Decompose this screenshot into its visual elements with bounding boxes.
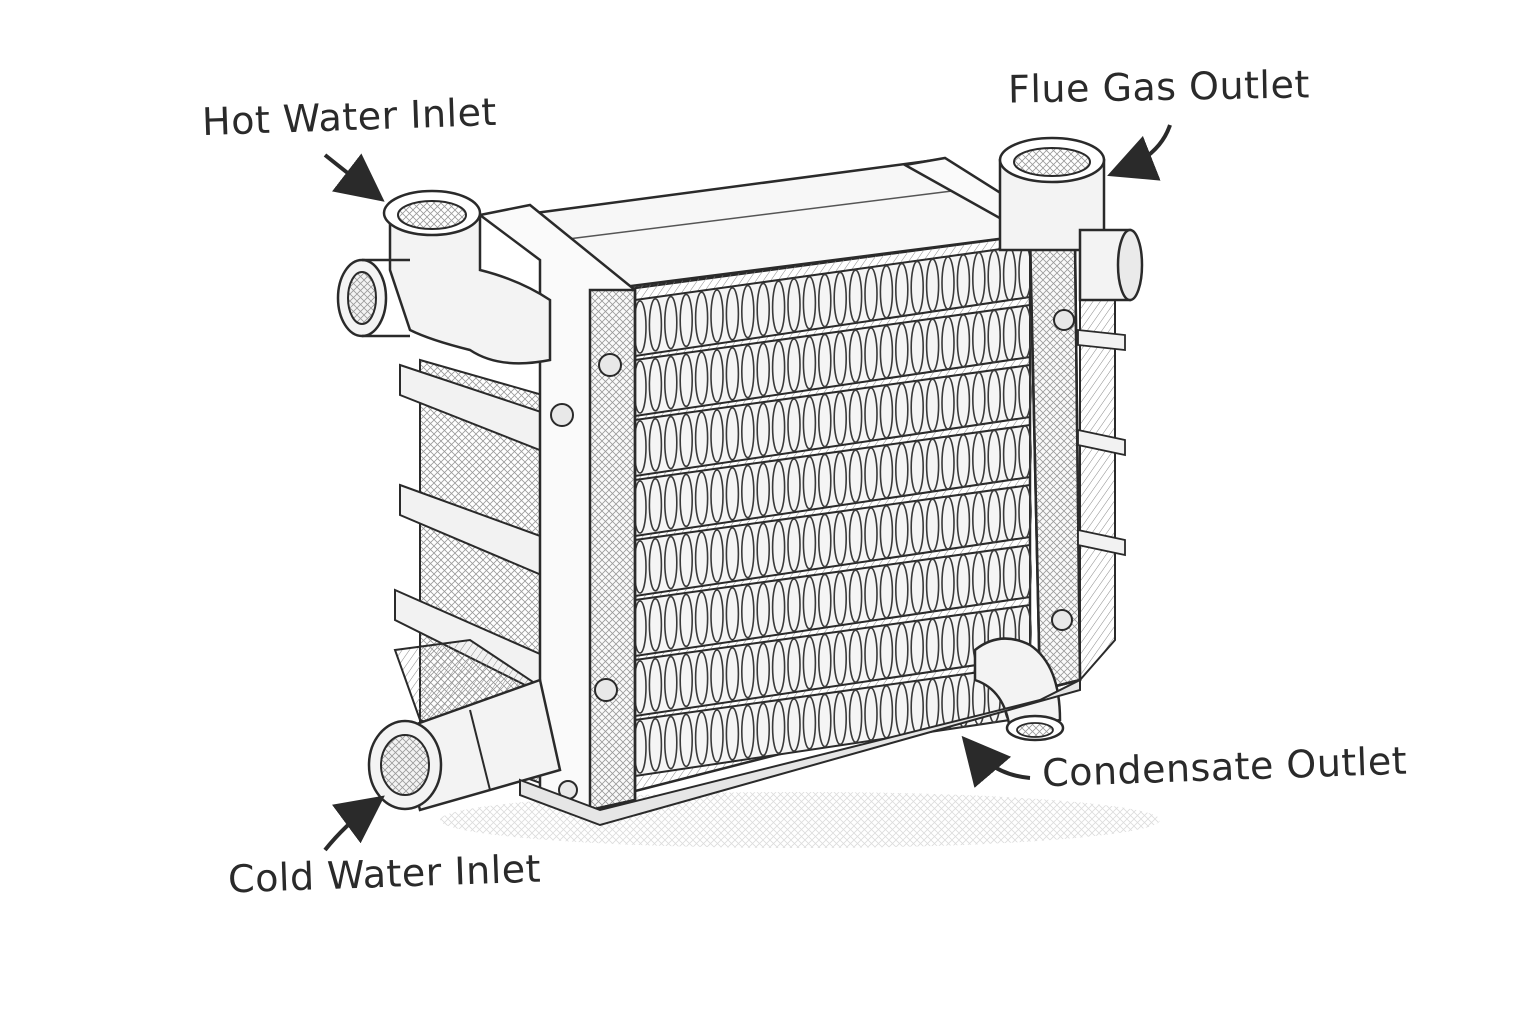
base-plate bbox=[519, 678, 1081, 827]
finned-tube bbox=[633, 423, 1032, 538]
condensate-outlet-pipe bbox=[973, 637, 1065, 742]
cold-water-inlet-pipe bbox=[367, 678, 562, 812]
hot-water-inlet-pipe bbox=[336, 189, 552, 365]
hot-water-inlet-label: Hot Water Inlet bbox=[201, 89, 498, 145]
finned-tube bbox=[633, 603, 1032, 718]
bolt bbox=[1053, 309, 1075, 331]
coiled-tubes bbox=[633, 243, 1032, 778]
flue-gas-outlet-label: Flue Gas Outlet bbox=[1007, 62, 1311, 112]
left-fin-stack bbox=[393, 358, 566, 792]
bolt bbox=[598, 353, 622, 377]
bolt bbox=[1051, 609, 1073, 631]
right-fin-stack bbox=[1077, 238, 1126, 683]
bolt bbox=[594, 678, 618, 702]
bolt bbox=[550, 403, 574, 427]
cold-water-inlet-arrow bbox=[323, 795, 385, 852]
flue-gas-outlet-arrow bbox=[1107, 124, 1172, 181]
hot-water-inlet-arrow bbox=[323, 153, 385, 202]
finned-tube bbox=[633, 543, 1032, 658]
cold-water-inlet-label: Cold Water Inlet bbox=[227, 846, 542, 902]
flue-gas-outlet-pipe bbox=[998, 136, 1144, 302]
condensate-outlet-arrow bbox=[961, 735, 1031, 788]
